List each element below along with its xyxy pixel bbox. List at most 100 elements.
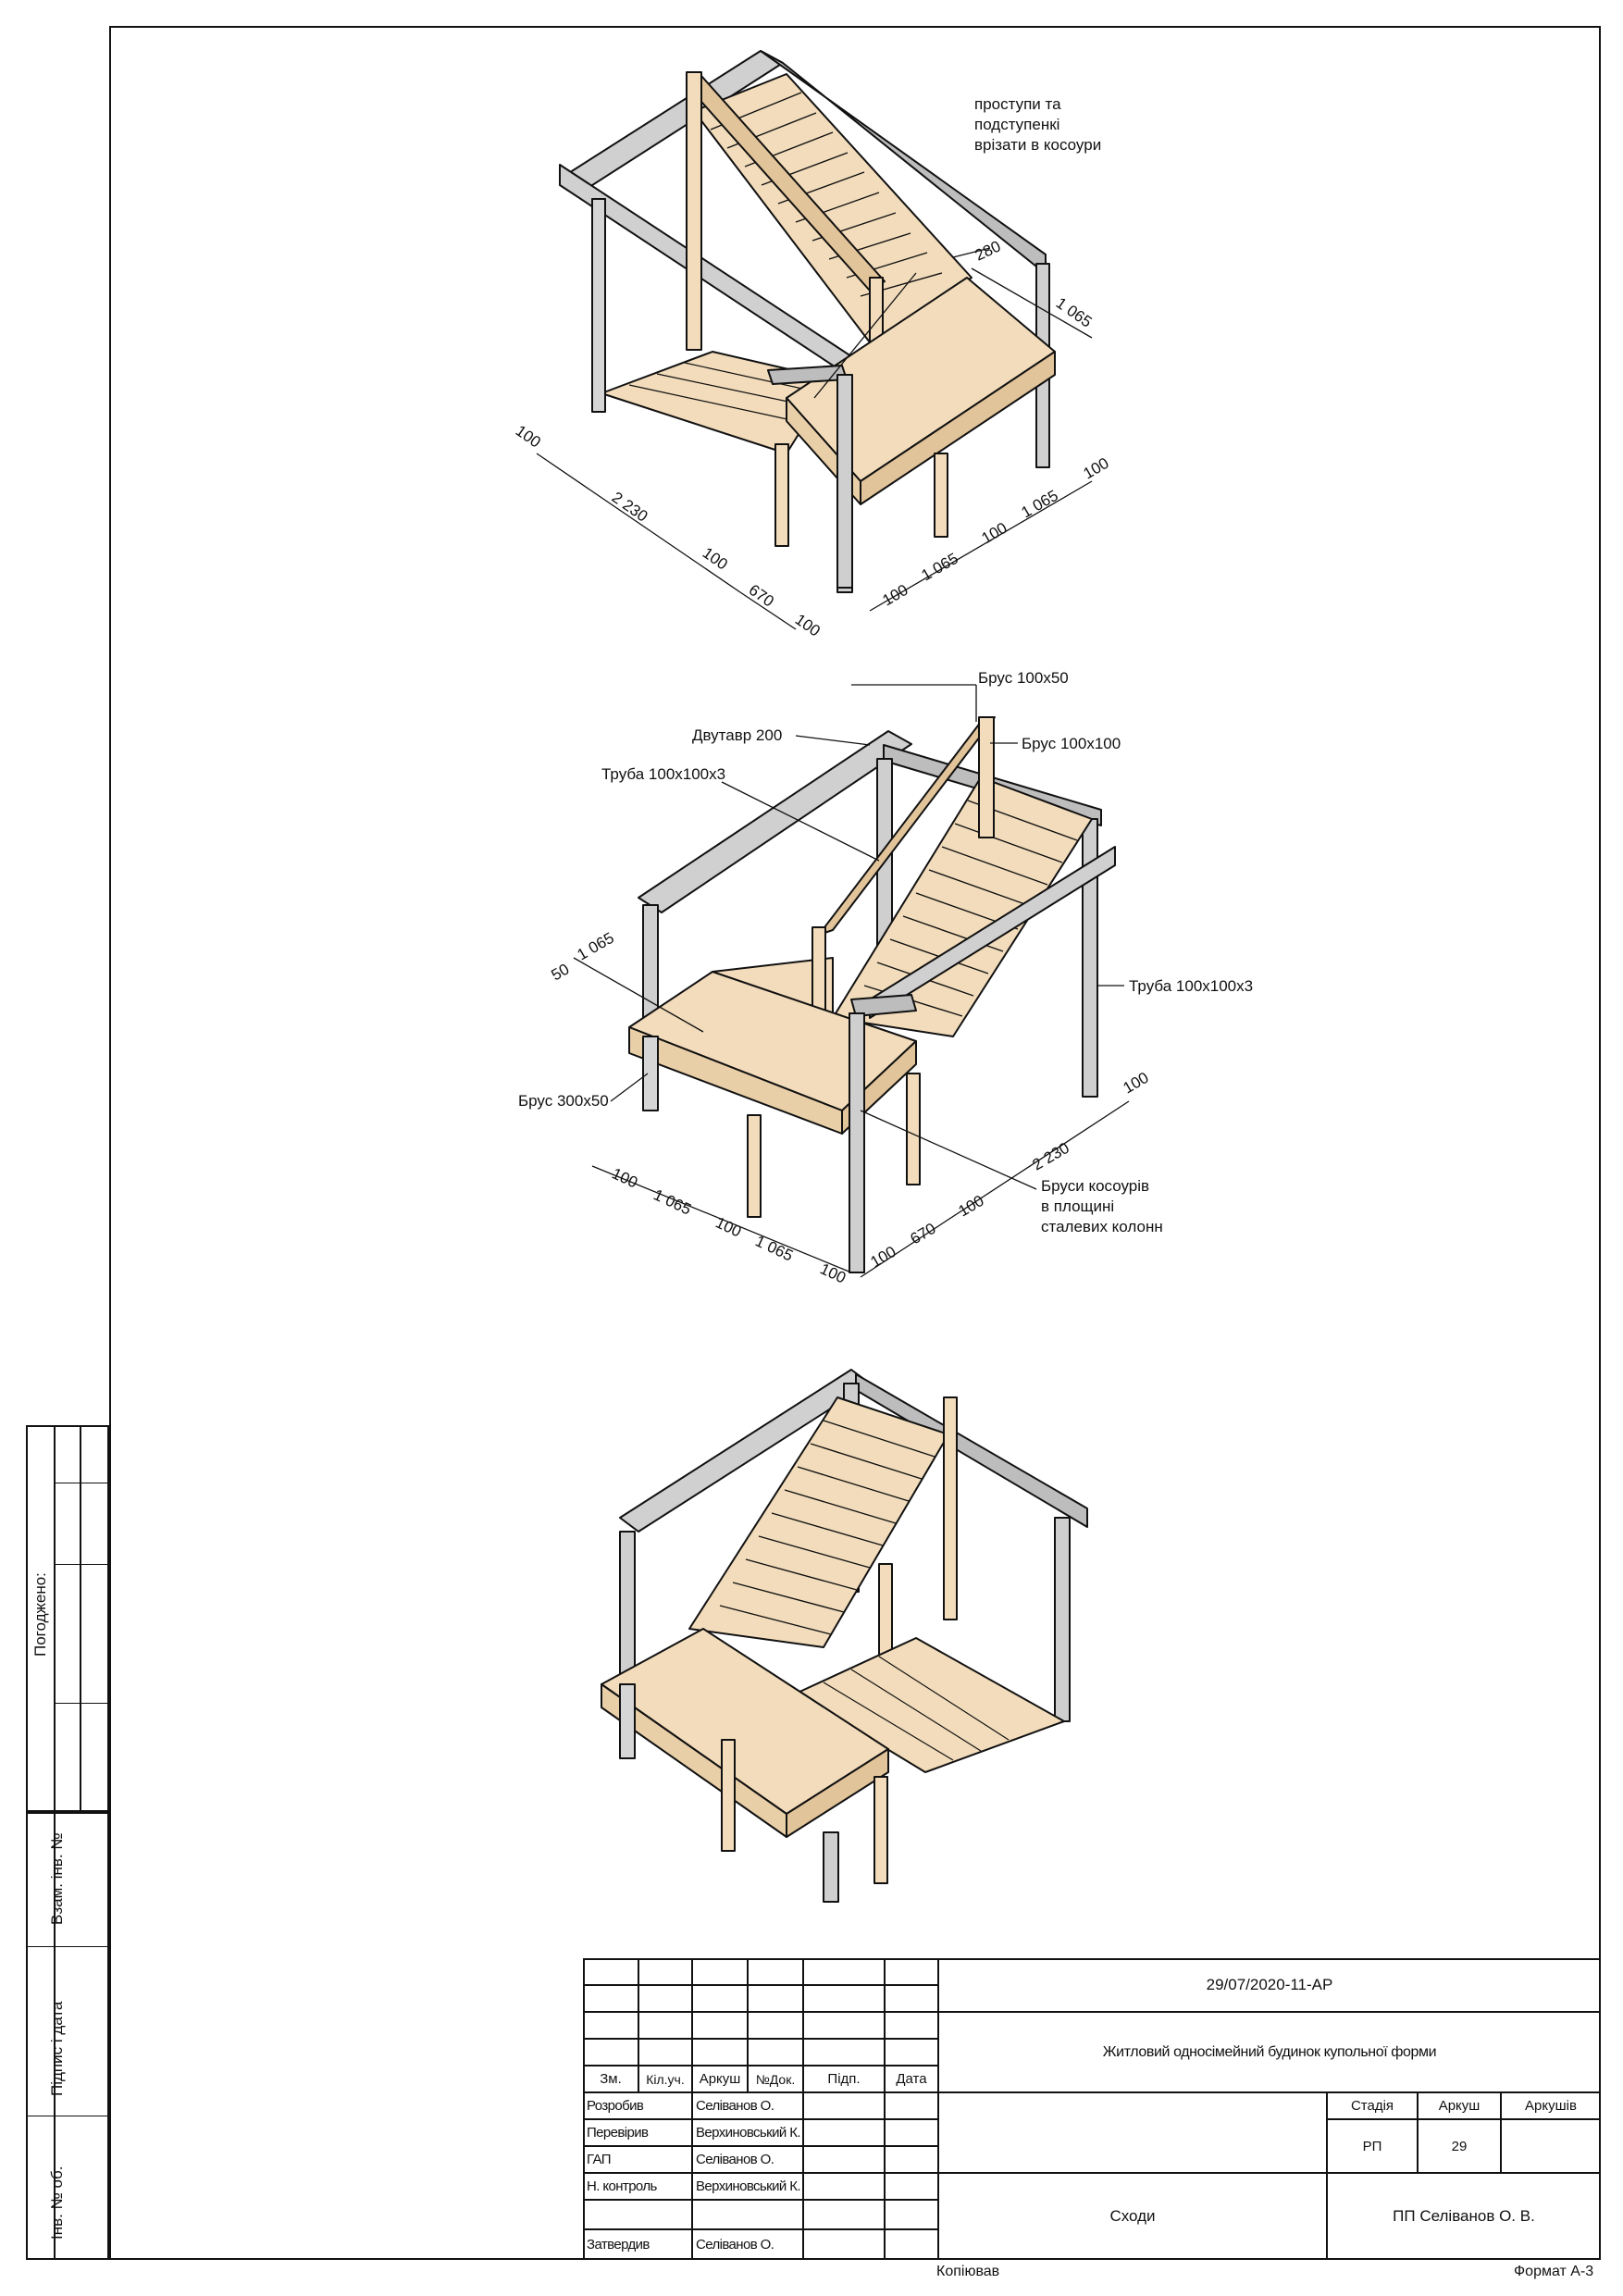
- name-2: Селіванов О.: [692, 2146, 803, 2173]
- steel-column: [823, 1831, 839, 1903]
- landing-edge: [786, 1748, 889, 1838]
- name-0: Селіванов О.: [692, 2092, 803, 2119]
- sheet-label: Аркуш: [1418, 2092, 1501, 2119]
- project-name: Житловий односімейний будинок купольної …: [938, 2012, 1601, 2092]
- stair-iso-view-3: [601, 1369, 1088, 1903]
- stage-label: Стадія: [1327, 2092, 1418, 2119]
- d1-dim-100f: 100: [1081, 454, 1112, 483]
- label-pipe-left: Труба 100х100х3: [601, 765, 725, 783]
- stair-steps: [719, 1420, 935, 1635]
- d2-dim-50: 50: [549, 961, 573, 985]
- d2-dim-1065c: 1 065: [752, 1232, 796, 1264]
- hdr-data: Дата: [885, 2066, 938, 2092]
- steel-column: [836, 374, 853, 589]
- steel-beam: [850, 994, 917, 1017]
- landing-boards: [823, 1656, 1010, 1761]
- d1-note-1: проступи та: [974, 95, 1061, 113]
- label-beam-300x50: Брус 300х50: [518, 1092, 609, 1110]
- steel-column: [1054, 1517, 1071, 1722]
- wood-post: [943, 1396, 958, 1620]
- d2-dim-100e: 100: [956, 1192, 987, 1221]
- wood-post: [978, 716, 995, 838]
- role-1: Перевірив: [583, 2119, 692, 2146]
- role-4: [583, 2200, 692, 2229]
- leader: [573, 957, 704, 1033]
- hdr-zm: Зм.: [583, 2066, 638, 2092]
- wood-post: [721, 1739, 736, 1852]
- d1-dim-280: 280: [973, 237, 1004, 264]
- d1-dim-100c: 100: [792, 611, 824, 640]
- stair-flight: [693, 73, 973, 343]
- sheet-value: 29: [1418, 2119, 1501, 2173]
- label-i-beam: Двутавр 200: [692, 726, 782, 744]
- d1-dim-1065a: 1 065: [1053, 294, 1096, 331]
- stair-iso-view-1: проступи та подступенкі врізати в косоур…: [513, 50, 1112, 640]
- d2-dim-2230: 2 230: [1030, 1139, 1072, 1174]
- title-block: Зм. Кіл.уч. Аркуш №Док. Підп. Дата Розро…: [583, 1958, 1601, 2260]
- inv-stamp-col: [54, 1812, 109, 2260]
- label-stringers-3: сталевих колонн: [1041, 1218, 1163, 1235]
- stair-flight: [688, 1396, 949, 1648]
- wood-post: [873, 1776, 888, 1884]
- d1-note-3: врізати в косоури: [974, 136, 1101, 154]
- leader: [610, 1073, 649, 1102]
- wood-post: [906, 1073, 921, 1185]
- wood-post: [686, 71, 702, 351]
- agreed-box: [26, 1425, 109, 1812]
- stair-iso-view-2: Брус 100х50 Брус 100х100 Двутавр 200 Тру…: [518, 669, 1253, 1287]
- label-beam-100x100: Брус 100х100: [1022, 735, 1121, 752]
- hdr-arkush: Аркуш: [692, 2066, 748, 2092]
- agreed-lines: [54, 1425, 109, 1812]
- d2-dim-100c: 100: [817, 1260, 849, 1286]
- inv-no-label: Інв. № об.: [48, 2166, 66, 2240]
- leader: [721, 781, 880, 862]
- name-5: Селіванов О.: [692, 2229, 803, 2260]
- d2-dim-1065a: 1 065: [575, 929, 617, 964]
- name-4: [692, 2200, 803, 2229]
- role-0: Розробив: [583, 2092, 692, 2119]
- leader: [860, 1110, 1037, 1190]
- label-stringers-1: Бруси косоурів: [1041, 1177, 1149, 1195]
- d2-dim-100f: 100: [1121, 1069, 1152, 1098]
- d1-dim-1065c: 1 065: [1019, 487, 1061, 522]
- steel-column: [619, 1683, 636, 1759]
- hdr-doc: №Док.: [748, 2066, 803, 2092]
- steel-column: [591, 198, 606, 413]
- inv-stamp-lines: [26, 1812, 109, 2260]
- d2-dim-100b: 100: [712, 1213, 744, 1240]
- d2-dim-100d: 100: [868, 1243, 899, 1272]
- steel-column: [642, 1036, 659, 1111]
- sheets-label: Аркушів: [1501, 2092, 1601, 2119]
- d2-dim-1065b: 1 065: [650, 1185, 694, 1218]
- d2-dim-100a: 100: [609, 1164, 640, 1191]
- label-stringers-2: в площині: [1041, 1198, 1114, 1215]
- dim-line: [591, 1165, 852, 1273]
- name-1: Верхиновський К.: [692, 2119, 803, 2146]
- sheet-blank: [938, 2092, 1327, 2173]
- stair-flight: [832, 776, 1093, 1037]
- role-3: Н. контроль: [583, 2173, 692, 2200]
- role-2: ГАП: [583, 2146, 692, 2173]
- sheet-title: Сходи: [938, 2173, 1327, 2260]
- inv-stamp-box: [26, 1812, 109, 2260]
- format-label: Формат А-3: [1514, 2264, 1594, 2279]
- wood-post: [934, 453, 948, 538]
- project-code: 29/07/2020-11-АР: [938, 1958, 1601, 2012]
- label-pipe-right: Труба 100х100х3: [1129, 977, 1253, 995]
- role-5: Затвердив: [583, 2229, 692, 2260]
- hdr-kil: Кіл.уч.: [638, 2066, 692, 2092]
- steel-beam: [638, 730, 912, 913]
- sign-date-label: Підпис і дата: [48, 2001, 66, 2096]
- d1-dim-2230: 2 230: [609, 489, 651, 526]
- d1-dim-670: 670: [746, 581, 777, 611]
- wood-post: [774, 443, 789, 547]
- copied-label: Копіював: [936, 2264, 1000, 2279]
- d1-dim-100b: 100: [700, 544, 731, 574]
- wood-post: [747, 1114, 762, 1218]
- d1-note-2: подступенкі: [974, 116, 1059, 133]
- agreed-box-col: [54, 1425, 81, 1812]
- sheets-value: [1501, 2119, 1601, 2173]
- name-3: Верхиновський К.: [692, 2173, 803, 2200]
- dim-line: [860, 1100, 1130, 1278]
- stage-value: РП: [1327, 2119, 1418, 2173]
